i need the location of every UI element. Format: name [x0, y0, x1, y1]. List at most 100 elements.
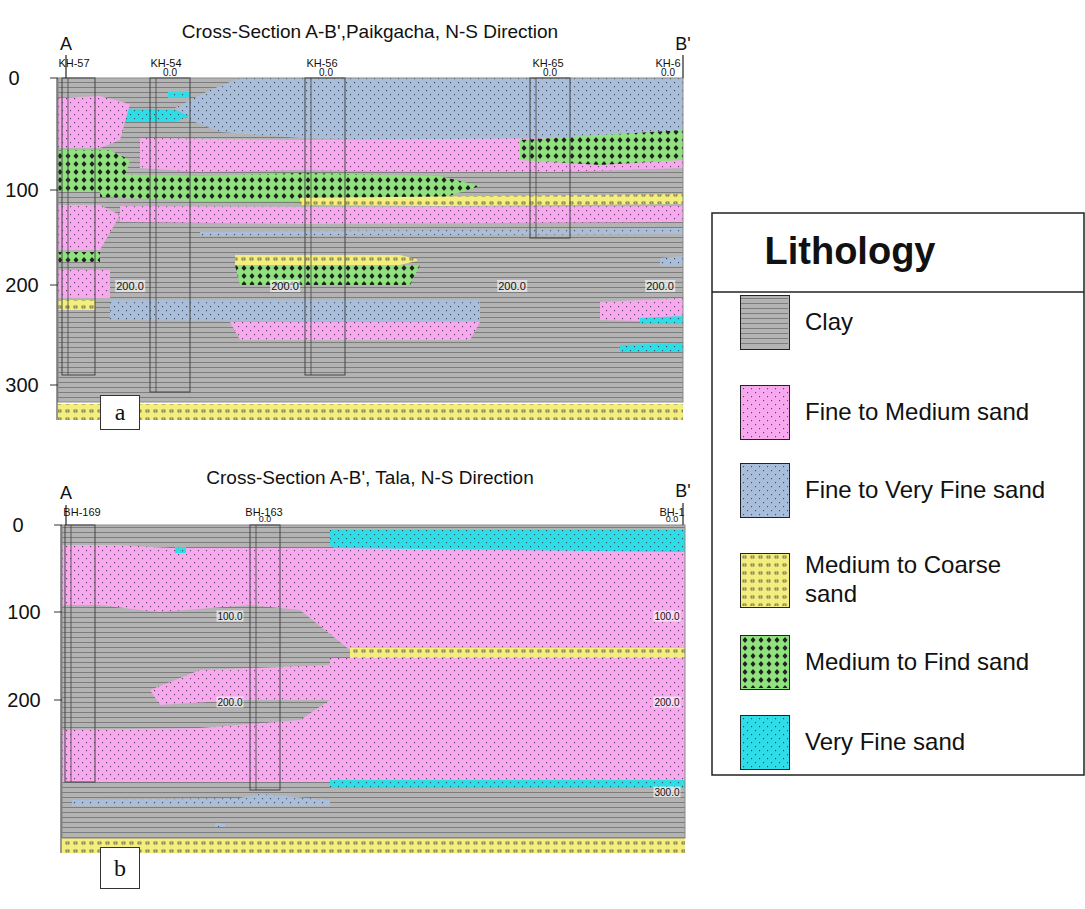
borehole-depth: 0.0	[543, 67, 557, 78]
sand-layer	[58, 270, 110, 298]
section-end-mark	[682, 55, 683, 78]
sand-layer	[175, 78, 683, 140]
clay-ground	[58, 78, 683, 402]
sand-layer	[230, 322, 480, 340]
sand-layer	[62, 545, 685, 650]
sand-layer	[640, 316, 683, 324]
borehole-depth: 0.0	[661, 67, 675, 78]
borehole-line	[156, 78, 157, 392]
legend-divider	[712, 291, 1084, 293]
depth-value: 0	[8, 67, 19, 89]
clay-ground	[62, 525, 685, 838]
sand-layer	[235, 265, 420, 285]
panel-title: Cross-Section A-B',Paikgacha, N-S Direct…	[182, 22, 558, 43]
sand-layer	[110, 300, 480, 322]
swatch-fill	[741, 386, 788, 438]
panel-title: Cross-Section A-B', Tala, N-S Direction	[206, 468, 533, 489]
legend-swatch	[740, 463, 790, 518]
borehole-depth: 100.0	[216, 611, 243, 622]
borehole	[250, 525, 280, 790]
legend-text: Medium to Coarse sand	[805, 551, 1050, 609]
borehole-line	[256, 525, 257, 790]
swatch-pattern	[741, 296, 788, 348]
section-frame	[62, 525, 685, 838]
legend-swatch	[740, 295, 790, 350]
sand-layer	[72, 794, 330, 806]
borehole	[530, 78, 570, 238]
sand-layer	[175, 547, 186, 553]
borehole-depth: 200.0	[653, 697, 680, 708]
borehole-depth: 200.0	[645, 280, 675, 292]
depth-value: 100	[7, 601, 40, 623]
panel-letter: b	[101, 854, 139, 883]
section-end: B'	[675, 482, 690, 502]
sand-layer	[620, 343, 683, 352]
cross-section	[50, 55, 683, 420]
legend-swatch	[740, 553, 790, 608]
borehole	[62, 78, 95, 375]
legend-frame	[712, 213, 1084, 775]
borehole-depth: 200.0	[115, 280, 145, 292]
depth-axis	[61, 525, 62, 853]
borehole-line	[68, 78, 69, 375]
borehole-depth: 300.0	[653, 787, 680, 798]
sand-layer	[200, 228, 683, 236]
borehole	[65, 525, 95, 782]
sand-layer	[330, 780, 685, 788]
legend-text: Fine to Medium sand	[805, 398, 1029, 427]
depth-value: 100	[5, 179, 38, 201]
swatch-pattern	[741, 554, 788, 606]
legend-text: Very Fine sand	[805, 728, 965, 757]
borehole-depth: 200.0	[216, 697, 243, 708]
borehole-line	[71, 525, 72, 782]
section-end: A	[60, 35, 72, 55]
borehole-depth: 100.0	[653, 611, 680, 622]
sand-layer	[168, 92, 190, 98]
borehole-line	[311, 78, 312, 375]
sand-layer	[58, 205, 120, 250]
sand-layer	[62, 658, 685, 782]
borehole-depth: 0.0	[259, 515, 272, 525]
borehole-id: KH-57	[58, 57, 89, 69]
borehole-id: BH-169	[63, 506, 100, 518]
borehole	[150, 78, 190, 392]
swatch-fill	[741, 716, 788, 768]
depth-axis	[57, 78, 58, 420]
borehole-depth: 200.0	[270, 280, 300, 292]
sand-layer	[520, 130, 683, 165]
section-frame	[58, 78, 683, 402]
section-end: B'	[675, 35, 690, 55]
borehole	[305, 78, 345, 375]
depth-value: 200	[5, 274, 38, 296]
basal-sand-band	[62, 838, 685, 853]
sand-layer	[215, 823, 225, 827]
swatch-pattern	[741, 386, 788, 438]
swatch-fill	[741, 464, 788, 516]
legend-text: Medium to Find sand	[805, 648, 1029, 677]
sand-layer	[660, 256, 683, 266]
basal-sand-band	[58, 404, 683, 420]
sand-layer	[300, 194, 683, 206]
swatch-pattern	[741, 716, 788, 768]
section-end: A	[60, 484, 72, 504]
swatch-fill	[741, 296, 788, 348]
legend-text: Clay	[805, 308, 853, 337]
cross-section	[54, 503, 685, 853]
depth-value: 200	[7, 689, 40, 711]
sand-layer	[120, 206, 683, 224]
sand-layer	[235, 255, 420, 265]
sand-layer	[58, 96, 130, 148]
depth-value: 300	[5, 374, 38, 396]
swatch-pattern	[741, 464, 788, 516]
panel-letter-box: a	[100, 395, 140, 430]
legend-text: Fine to Very Fine sand	[805, 476, 1045, 505]
sand-layer	[350, 648, 685, 658]
borehole-depth: 0.0	[163, 67, 177, 78]
panel-letter-box: b	[100, 847, 140, 889]
borehole-depth: 0.0	[319, 67, 333, 78]
swatch-pattern	[741, 636, 788, 688]
legend-swatch	[740, 715, 790, 770]
borehole-depth: 200.0	[497, 280, 527, 292]
swatch-fill	[741, 554, 788, 606]
